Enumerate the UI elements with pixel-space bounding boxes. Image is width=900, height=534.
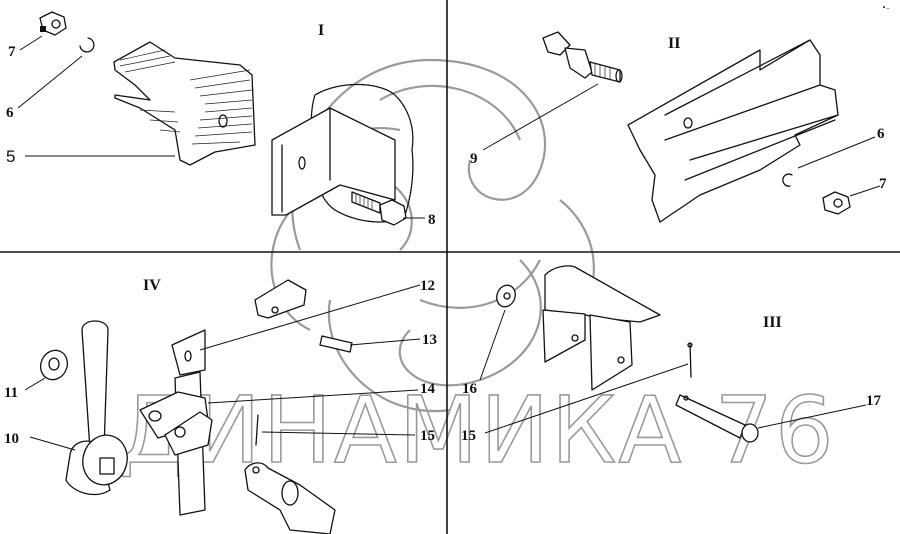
watermark-text: ДИНАМИКА 76 — [118, 377, 836, 484]
callout-9: 9 — [470, 151, 478, 167]
callout-6b: 6 — [877, 126, 885, 142]
washer-part-11 — [39, 349, 69, 381]
clip-part-5 — [113, 41, 256, 166]
callout-15b: 15 — [461, 428, 476, 444]
callout-12: 12 — [420, 278, 435, 294]
lever-part-10 — [65, 320, 128, 496]
rod-part-12 — [139, 329, 213, 516]
callout-17: 17 — [866, 393, 882, 409]
callout-15: 15 — [420, 428, 435, 444]
callout-16: 16 — [462, 381, 478, 397]
grease-fitting-part-9 — [542, 31, 623, 83]
callout-11: 11 — [4, 385, 18, 401]
angle-bracket — [271, 83, 414, 223]
clevis-part — [254, 279, 307, 319]
nut-part-7 — [39, 11, 67, 36]
shaft-part — [244, 462, 336, 534]
callout-10: 10 — [4, 431, 19, 447]
callout-5: 5 — [6, 147, 15, 166]
section-label-2: II — [668, 35, 680, 52]
callout-14: 14 — [420, 381, 436, 397]
callout-13: 13 — [422, 332, 437, 348]
cotter-pin-part-15 — [255, 414, 259, 446]
callout-7b: 7 — [879, 176, 887, 192]
section-1: I 7 — [6, 11, 436, 228]
washer-part-6 — [79, 37, 95, 53]
section-label-4: IV — [143, 277, 161, 294]
nut-part-7b — [822, 191, 851, 215]
section-label-3: III — [763, 314, 782, 331]
corner-mark: •– — [882, 4, 890, 12]
washer-part-16 — [496, 284, 516, 308]
bolt-part-8 — [351, 191, 407, 226]
channel-bracket — [627, 39, 839, 223]
callout-8: 8 — [428, 212, 436, 228]
pin-part-13 — [319, 335, 353, 353]
cotter-pin-part-15b — [689, 342, 692, 378]
section-2: II 9 6 7 — [470, 31, 887, 223]
section-3: III 16 15 17 — [461, 265, 882, 444]
callout-6: 6 — [6, 105, 14, 121]
clevis-pin-part-17 — [675, 394, 759, 443]
section-label-1: I — [318, 22, 324, 39]
washer-part-6b — [782, 173, 793, 187]
section-4: IV — [4, 277, 437, 534]
hinge-bracket — [542, 265, 661, 391]
callout-7: 7 — [8, 44, 16, 60]
